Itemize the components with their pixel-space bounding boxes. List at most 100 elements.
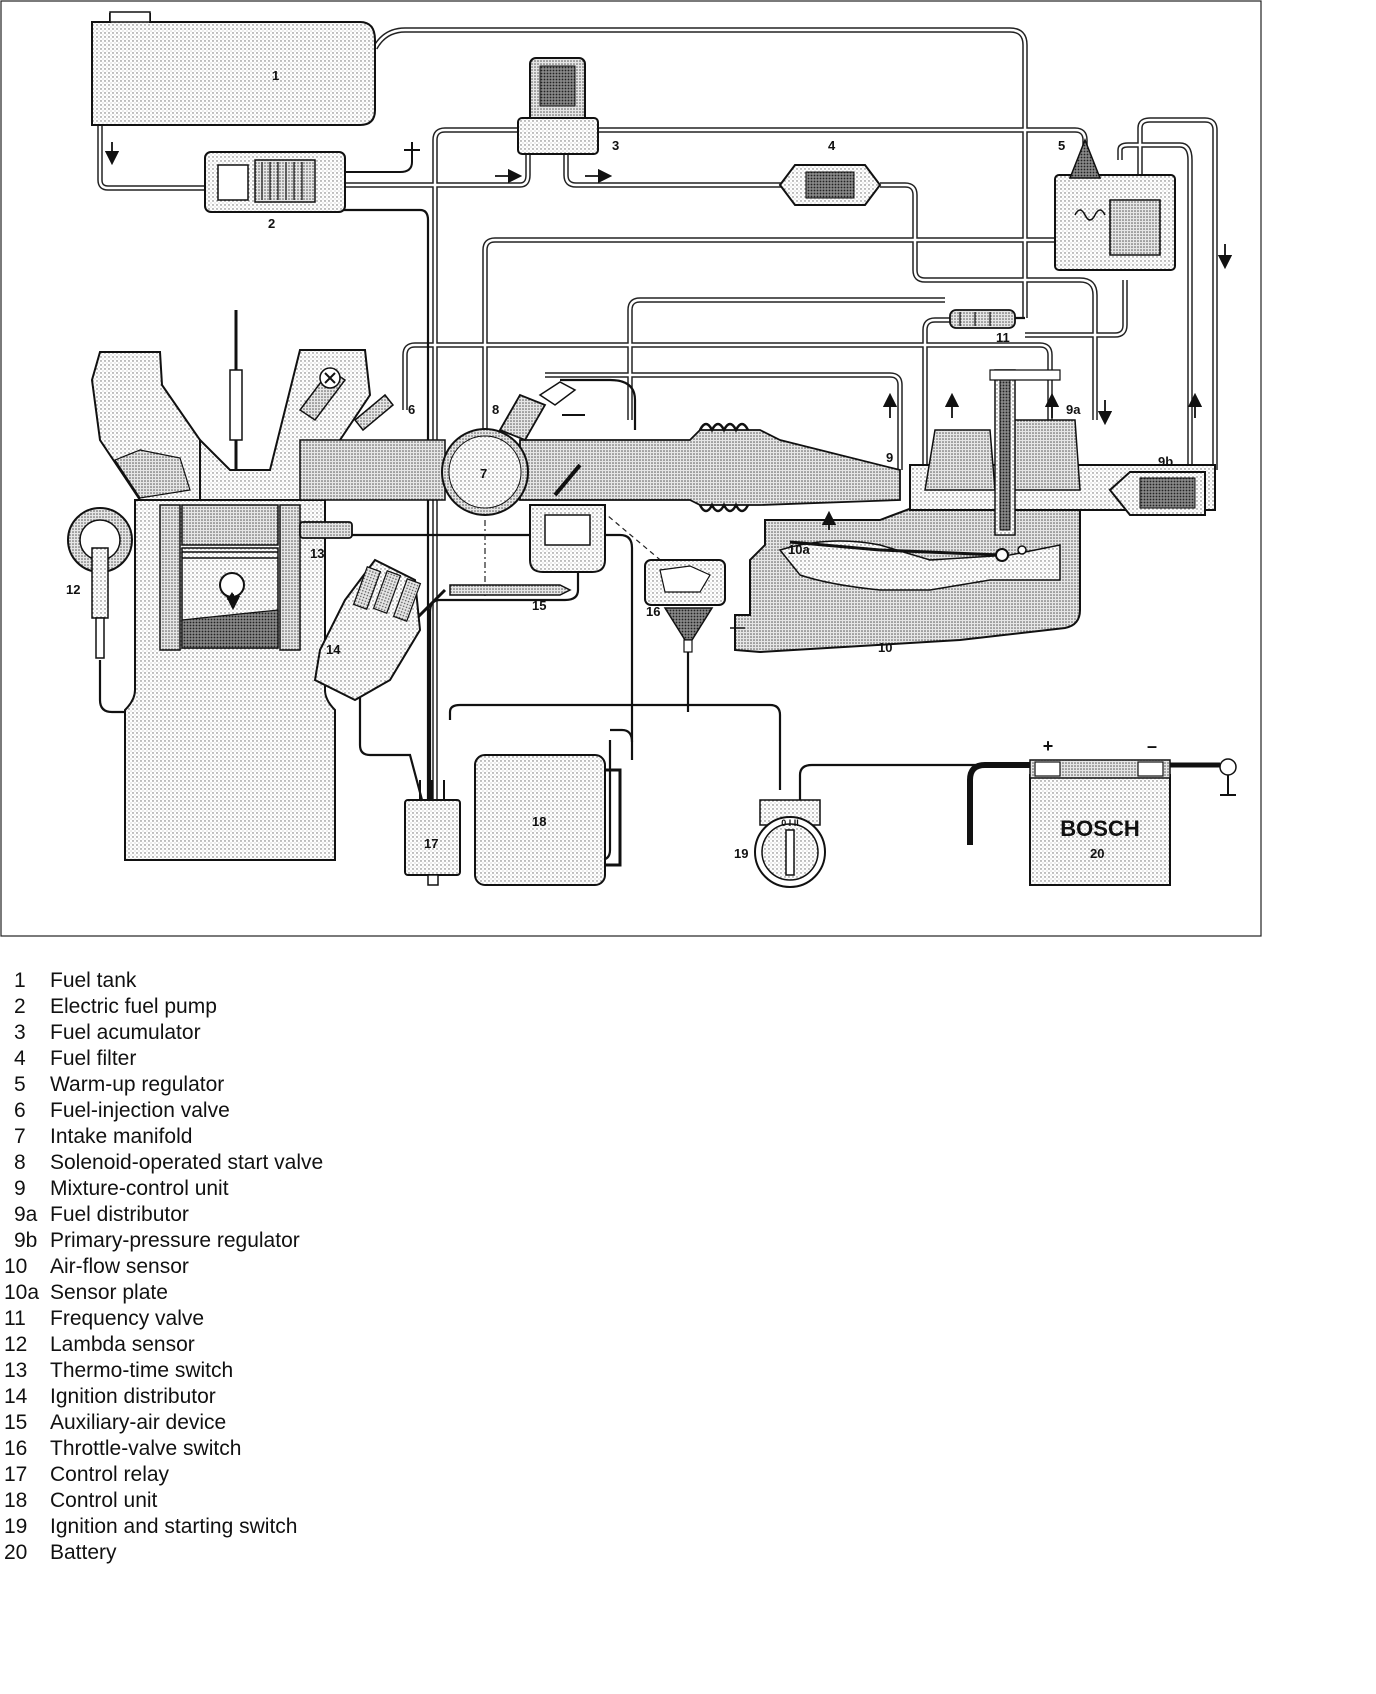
legend-item: 9 Mixture-control unit: [0, 1176, 600, 1202]
air-flow-sensor: [730, 504, 1081, 654]
engine-cylinder: [124, 499, 336, 861]
legend-label: Control relay: [50, 1463, 170, 1486]
control-relay: [404, 780, 461, 886]
legend-number: 6: [14, 1099, 26, 1122]
label-9: 9: [886, 450, 893, 465]
legend-number: 3: [14, 1021, 26, 1044]
fuel-filter: [778, 164, 882, 206]
fuel-accumulator: [517, 57, 599, 155]
legend-item: 20 Battery: [0, 1540, 600, 1566]
label-2: 2: [268, 216, 275, 231]
legend-number: 1: [14, 969, 26, 992]
sensor-plate: [789, 540, 881, 552]
throttle-plate: [553, 463, 582, 497]
legend-number: 19: [4, 1515, 28, 1538]
legend-number: 12: [4, 1333, 28, 1356]
electric-fuel-pump: [204, 142, 420, 213]
legend-label: Ignition and starting switch: [50, 1515, 298, 1538]
legend-label: Frequency valve: [50, 1307, 205, 1330]
legend-item: 11 Frequency valve: [0, 1306, 600, 1332]
label-19: 19: [734, 846, 748, 861]
legend-label: Fuel filter: [50, 1047, 137, 1070]
legend-label: Electric fuel pump: [50, 995, 217, 1018]
intake-manifold: [441, 428, 529, 516]
label-3: 3: [612, 138, 619, 153]
label-15: 15: [532, 598, 546, 613]
label-18: 18: [532, 814, 546, 829]
legend-number: 11: [4, 1307, 26, 1330]
label-20: 20: [1090, 846, 1104, 861]
thermo-time-switch: [299, 521, 353, 539]
legend-item: 3 Fuel acumulator: [0, 1020, 600, 1046]
legend-item: 4 Fuel filter: [0, 1046, 600, 1072]
legend-label: Control unit: [50, 1489, 158, 1512]
solenoid-operated-start-valve: [498, 381, 585, 442]
auxiliary-air-device: [393, 504, 606, 642]
legend-item: 1 Fuel tank: [0, 968, 600, 994]
legend-label: Ignition distributor: [50, 1385, 216, 1408]
label-13: 13: [310, 546, 324, 561]
label-12: 12: [66, 582, 80, 597]
ignition-and-starting-switch: 0 I II: [754, 799, 826, 888]
legend-number: 17: [4, 1463, 28, 1486]
legend-label: Lambda sensor: [50, 1333, 195, 1356]
legend-label: Sensor plate: [50, 1281, 168, 1304]
label-1: 1: [272, 68, 279, 83]
label-7: 7: [480, 466, 487, 481]
legend-label: Fuel-injection valve: [50, 1099, 230, 1122]
legend-item: 19 Ignition and starting switch: [0, 1514, 600, 1540]
control-unit: [474, 754, 622, 886]
legend-number: 20: [4, 1541, 28, 1564]
label-9a: 9a: [1066, 402, 1081, 417]
flow-arrows: [104, 142, 1233, 611]
label-17: 17: [424, 836, 438, 851]
legend-label: Mixture-control unit: [50, 1177, 229, 1200]
primary-pressure-regulator: [1108, 471, 1206, 516]
battery: BOSCH + –: [967, 736, 1237, 886]
legend-number: 8: [14, 1151, 26, 1174]
legend-number: 14: [4, 1385, 28, 1408]
label-16: 16: [646, 604, 660, 619]
label-6: 6: [408, 402, 415, 417]
fuel-injection-valve: [353, 393, 395, 432]
cylinder-head: [199, 310, 372, 501]
ignition-distributor: [313, 558, 422, 702]
legend-number: 9: [14, 1177, 26, 1200]
diagram-frame: [0, 0, 1262, 937]
legend-number: 2: [14, 995, 26, 1018]
warm-up-regulator: [1054, 137, 1176, 271]
lambda-sensor: [67, 507, 133, 659]
component-legend: 1 Fuel tank 2 Electric fuel pump 3 Fuel acu…: [0, 968, 600, 1566]
label-8: 8: [492, 402, 499, 417]
frequency-valve: [949, 309, 1016, 329]
diagram-svg: 0 I II BOSCH + – 1 2 3 4 5 6 7: [0, 0, 1262, 937]
legend-label: Fuel acumulator: [50, 1021, 201, 1044]
label-4: 4: [828, 138, 836, 153]
legend-number: 4: [14, 1047, 26, 1070]
legend-label: Intake manifold: [50, 1125, 193, 1148]
legend-item: 18 Control unit: [0, 1488, 600, 1514]
throttle-valve-switch: [644, 559, 726, 653]
legend-label: Fuel distributor: [50, 1203, 189, 1226]
legend-number: 16: [4, 1437, 28, 1460]
legend-number: 13: [4, 1359, 28, 1382]
intake-runner: [299, 422, 901, 513]
fuel-tank: [91, 11, 376, 126]
legend-item: 17 Control relay: [0, 1462, 600, 1488]
legend-label: Auxiliary-air device: [50, 1411, 227, 1434]
battery-minus: –: [1147, 736, 1157, 756]
legend-number: 9b: [14, 1229, 38, 1252]
legend-number: 18: [4, 1489, 28, 1512]
legend-label: Battery: [50, 1541, 117, 1564]
fuel-injection-system-diagram: 0 I II BOSCH + – 1 2 3 4 5 6 7: [0, 0, 1262, 937]
battery-plus: +: [1043, 736, 1054, 756]
legend-number: 5: [14, 1073, 26, 1096]
legend-label: Fuel tank: [50, 969, 137, 992]
legend-item: 6 Fuel-injection valve: [0, 1098, 600, 1124]
